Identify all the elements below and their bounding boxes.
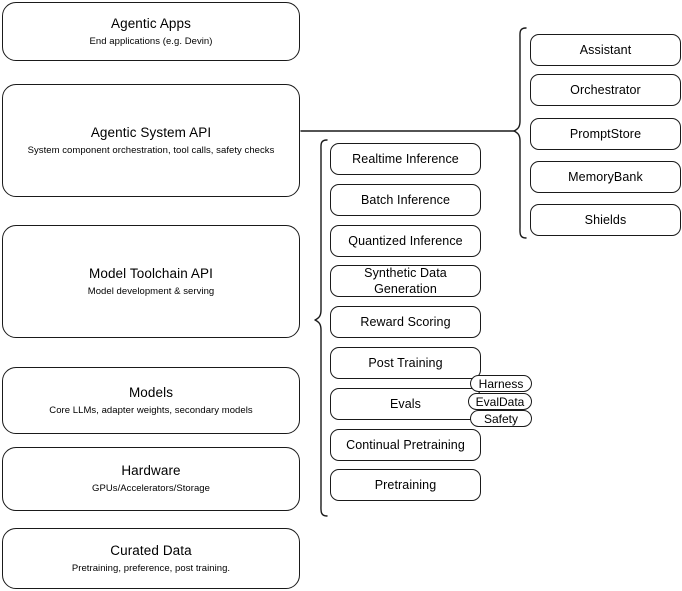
- system-component-orchestrator[interactable]: Orchestrator: [530, 74, 681, 106]
- bracket-toolchain-capabilities: [314, 139, 328, 517]
- capability-continual-pretraining[interactable]: Continual Pretraining: [330, 429, 481, 461]
- component-label: Assistant: [579, 43, 632, 57]
- layer-subtitle: System component orchestration, tool cal…: [27, 144, 275, 156]
- capability-label: Quantized Inference: [348, 234, 463, 248]
- layer-model-toolchain-api[interactable]: Model Toolchain API Model development & …: [2, 225, 300, 338]
- capability-label: Pretraining: [374, 478, 437, 492]
- capability-evals[interactable]: Evals: [330, 388, 481, 420]
- pill-label: Safety: [483, 411, 519, 426]
- capability-post-training[interactable]: Post Training: [330, 347, 481, 379]
- capability-label: Evals: [389, 397, 422, 411]
- component-label: PromptStore: [569, 127, 642, 141]
- layer-agentic-apps[interactable]: Agentic Apps End applications (e.g. Devi…: [2, 2, 300, 61]
- capability-label: Post Training: [368, 356, 443, 370]
- component-label: Shields: [584, 213, 627, 227]
- capability-realtime-inference[interactable]: Realtime Inference: [330, 143, 481, 175]
- layer-subtitle: End applications (e.g. Devin): [89, 35, 213, 47]
- layer-subtitle: GPUs/Accelerators/Storage: [92, 483, 210, 494]
- capability-label: Realtime Inference: [352, 152, 459, 166]
- capability-label: Synthetic Data Generation: [364, 266, 447, 296]
- layer-title: Models: [128, 384, 174, 400]
- component-label: MemoryBank: [568, 170, 643, 184]
- pill-label: EvalData: [475, 394, 525, 409]
- layer-subtitle: Model development & serving: [87, 285, 215, 297]
- system-component-assistant[interactable]: Assistant: [530, 34, 681, 66]
- layer-title: Agentic System API: [90, 124, 212, 140]
- component-label: Orchestrator: [570, 83, 641, 97]
- capability-quantized-inference[interactable]: Quantized Inference: [330, 225, 481, 257]
- layer-title: Model Toolchain API: [89, 265, 213, 281]
- layer-title: Hardware: [121, 463, 181, 478]
- layer-title: Agentic Apps: [110, 15, 191, 31]
- layer-agentic-system-api[interactable]: Agentic System API System component orch…: [2, 84, 300, 197]
- layer-hardware[interactable]: Hardware GPUs/Accelerators/Storage: [2, 447, 300, 511]
- capability-label: Batch Inference: [360, 193, 451, 207]
- capability-pretraining[interactable]: Pretraining: [330, 469, 481, 501]
- capability-label: Continual Pretraining: [346, 438, 465, 452]
- capability-label: Reward Scoring: [360, 315, 451, 329]
- capability-reward-scoring[interactable]: Reward Scoring: [330, 306, 481, 338]
- layer-subtitle: Core LLMs, adapter weights, secondary mo…: [49, 404, 253, 416]
- layer-title: Curated Data: [110, 542, 192, 558]
- layer-subtitle: Pretraining, preference, post training.: [71, 562, 231, 574]
- capability-synthetic-data-generation[interactable]: Synthetic Data Generation: [330, 265, 481, 297]
- evals-subcomponent-harness[interactable]: Harness: [470, 375, 532, 392]
- bracket-system-components: [513, 27, 527, 239]
- evals-subcomponent-evaldata[interactable]: EvalData: [468, 393, 532, 410]
- system-component-promptstore[interactable]: PromptStore: [530, 118, 681, 150]
- capability-batch-inference[interactable]: Batch Inference: [330, 184, 481, 216]
- layer-models[interactable]: Models Core LLMs, adapter weights, secon…: [2, 367, 300, 434]
- layer-curated-data[interactable]: Curated Data Pretraining, preference, po…: [2, 528, 300, 589]
- system-component-shields[interactable]: Shields: [530, 204, 681, 236]
- system-component-memorybank[interactable]: MemoryBank: [530, 161, 681, 193]
- evals-subcomponent-safety[interactable]: Safety: [470, 410, 532, 427]
- pill-label: Harness: [478, 376, 524, 391]
